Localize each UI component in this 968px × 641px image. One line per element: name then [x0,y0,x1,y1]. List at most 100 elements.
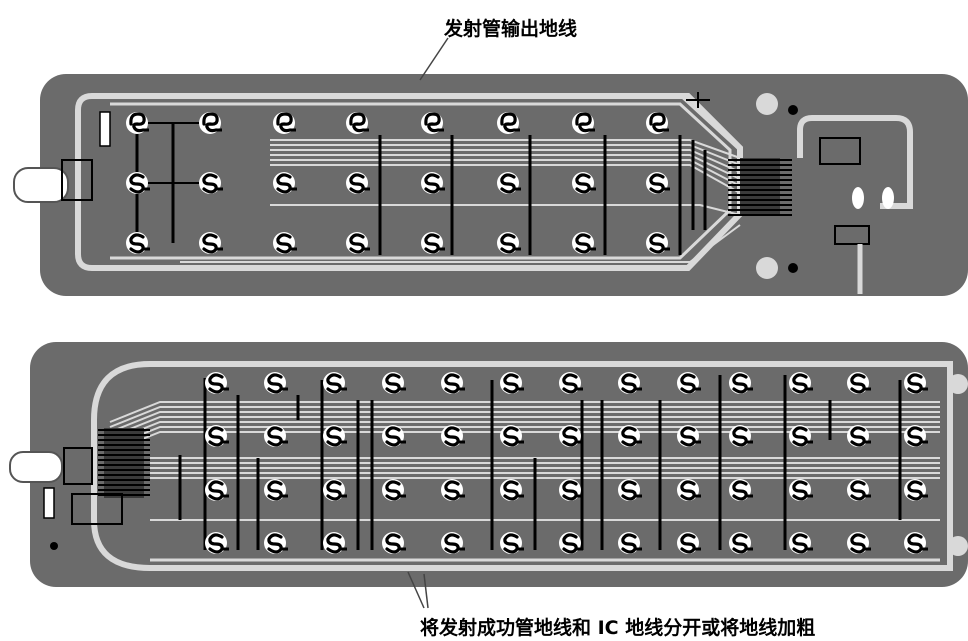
bottom-board-ic [98,428,150,498]
button-s-icon [500,532,524,554]
button-s-icon [441,479,465,501]
top-signal-trace [270,154,741,180]
button-s-icon [559,372,583,394]
bottom-caption-leader-2 [423,573,429,609]
button-s-icon [500,372,524,394]
button-e-icon [497,112,520,134]
bottom-resistor [43,487,55,519]
top-signal-trace [270,139,741,159]
button-s-icon [346,172,370,194]
button-s-icon [618,532,642,554]
top-battery-dot [788,105,798,115]
button-s-icon [323,479,347,501]
top-crystal [834,225,870,245]
top-board-components [13,92,913,294]
button-s-icon [618,372,642,394]
button-s-icon [677,532,701,554]
button-s-icon [441,425,465,447]
button-s-icon [618,425,642,447]
top-board-caption: 发射管输出地线 [444,18,578,40]
top-capacitor [819,137,861,165]
top-signal-trace [180,224,741,263]
button-s-icon [677,479,701,501]
top-signal-trace [270,149,741,173]
bottom-battery-pad-plus [948,536,968,556]
button-s-icon [789,425,813,447]
button-s-icon [382,479,406,501]
button-s-icon [904,425,928,447]
button-s-icon [497,232,521,254]
button-e-icon [273,112,296,134]
button-e-icon [421,112,444,134]
bottom-led-emitter [9,451,63,483]
bottom-led-pads [63,447,93,485]
bottom-via [50,542,58,550]
top-signal-trace [270,144,741,166]
top-board-ic [728,158,792,216]
top-board-traces [135,93,742,263]
button-s-icon [572,172,596,194]
button-s-icon [729,532,753,554]
button-s-icon [847,425,871,447]
bottom-signal-trace [109,406,940,428]
button-s-icon [382,372,406,394]
button-s-icon [646,172,670,194]
button-s-icon [904,532,928,554]
button-s-icon [847,479,871,501]
button-s-icon [264,425,288,447]
button-s-icon [323,425,347,447]
button-s-icon [323,372,347,394]
bottom-board-buttons [205,372,928,554]
button-s-icon [789,479,813,501]
top-battery-pad-plus [756,257,778,279]
top-board [13,74,968,296]
bottom-board [9,342,968,587]
top-signal-trace [270,164,741,194]
bottom-signal-trace [109,401,940,423]
button-s-icon [126,172,150,194]
button-s-icon [729,479,753,501]
button-s-icon [421,172,445,194]
bottom-board-inner-area [91,361,953,571]
button-s-icon [205,372,229,394]
button-s-icon [346,232,370,254]
top-battery-pad-minus [756,93,778,115]
button-s-icon [789,532,813,554]
button-s-icon [205,479,229,501]
button-s-icon [559,479,583,501]
button-s-icon [273,172,297,194]
button-s-icon [618,479,642,501]
button-s-icon [500,479,524,501]
button-s-icon [441,532,465,554]
button-s-icon [904,479,928,501]
button-s-icon [904,372,928,394]
button-s-icon [789,372,813,394]
top-pad [852,187,864,209]
top-pad [882,187,894,209]
button-s-icon [264,479,288,501]
button-s-icon [729,425,753,447]
bottom-signal-trace [109,411,940,433]
top-crystal-trace [797,115,913,209]
button-s-icon [273,232,297,254]
bottom-caption-leader-1 [407,571,425,609]
button-s-icon [264,532,288,554]
button-s-icon [126,232,150,254]
button-s-icon [382,425,406,447]
top-led-emitter [13,167,69,203]
bottom-board-caption: 将发射成功管地线和 IC 地线分开或将地线加粗 [420,617,816,639]
button-s-icon [199,232,223,254]
button-s-icon [847,372,871,394]
button-s-icon [421,232,445,254]
button-s-icon [729,372,753,394]
button-s-icon [323,532,347,554]
button-e-icon [126,112,149,134]
button-s-icon [646,232,670,254]
button-s-icon [677,425,701,447]
bottom-board-components [9,374,968,556]
bottom-board-outline [30,342,968,587]
top-board-buttons [126,112,670,254]
top-signal-trace [270,204,741,216]
top-signal-trace [270,159,741,187]
top-battery-dot [788,263,798,273]
